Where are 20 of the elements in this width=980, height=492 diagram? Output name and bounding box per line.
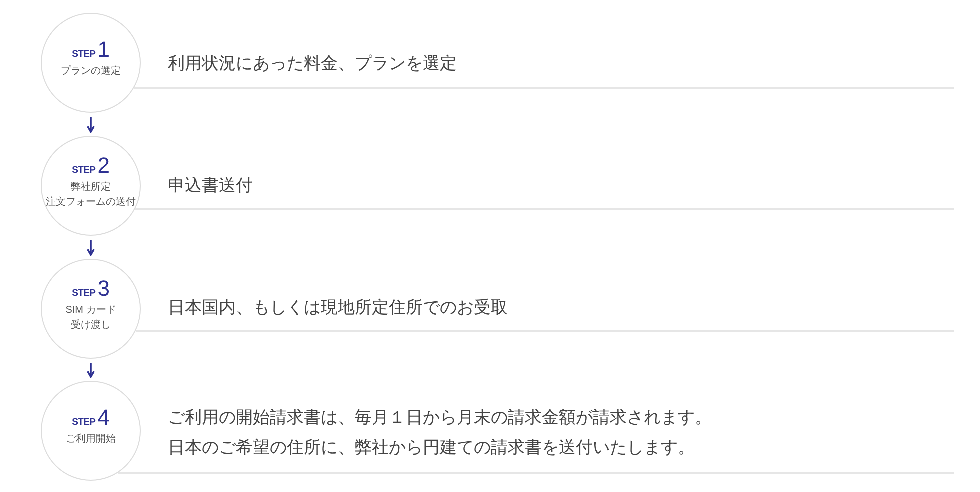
step-description: 日本国内、もしくは現地所定住所でのお受取 xyxy=(168,297,508,319)
step-number: 3 xyxy=(98,278,110,300)
step-label: STEP xyxy=(72,166,96,175)
step-description: 申込書送付 xyxy=(168,175,253,197)
step-description: ご利用の開始請求書は、毎月１日から月末の請求金額が請求されます。 xyxy=(168,407,712,429)
step-title: 弊社所定注文フォームの送付 xyxy=(46,180,136,210)
step-title: ご利用開始 xyxy=(66,432,116,447)
step-title: SIM カード受け渡し xyxy=(66,304,116,332)
step-label: STEP xyxy=(72,288,96,298)
step-description: 日本のご希望の住所に、弊社から円建ての請求書を送付いたします。 xyxy=(168,437,695,459)
step-number: 4 xyxy=(98,407,110,429)
arrow xyxy=(86,117,96,133)
step-number: 1 xyxy=(98,39,110,61)
step-label: STEP xyxy=(72,50,96,60)
step-title: プランの選定 xyxy=(61,64,121,79)
step-number: 2 xyxy=(98,154,110,176)
arrow xyxy=(86,240,96,256)
arrow xyxy=(86,363,96,378)
step-label: STEP xyxy=(72,418,96,428)
step-description: 利用状況にあった料金、プランを選定 xyxy=(168,53,457,75)
